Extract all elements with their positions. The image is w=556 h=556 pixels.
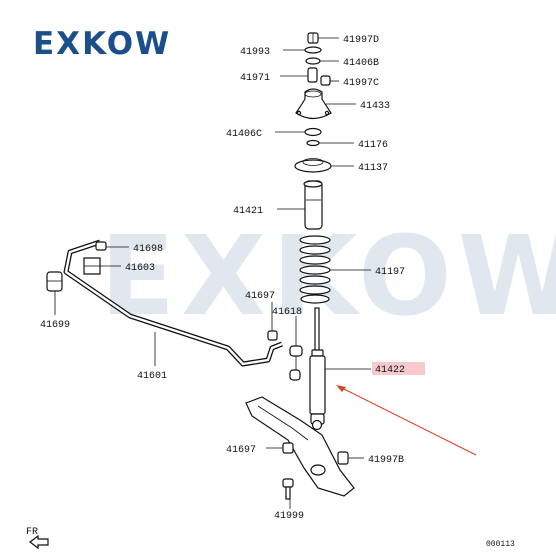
label-41603: 41603	[125, 263, 155, 274]
watermark: EXKOW	[100, 212, 556, 340]
washer-41993-icon	[304, 46, 322, 54]
stabilizer-link-41618-icon	[289, 345, 303, 381]
label-41406B: 41406B	[343, 58, 379, 69]
bushing-41406B-icon	[305, 57, 321, 65]
label-41699: 41699	[40, 320, 70, 331]
label-41971: 41971	[240, 73, 270, 84]
bracket-41603-icon	[83, 257, 101, 275]
strut-mount-41433-icon	[295, 88, 332, 120]
brand-logo: EXKOW	[33, 26, 172, 62]
red-pointer-arrow-icon	[336, 385, 477, 456]
label-41422: 41422	[375, 365, 405, 376]
nut-41997C-icon	[320, 75, 331, 86]
label-41176: 41176	[358, 140, 388, 151]
nut-41697-lower-icon	[282, 442, 294, 454]
stabilizer-bar-41601-icon	[63, 239, 283, 367]
bolt-41999-icon	[282, 478, 294, 500]
label-fr: FR	[26, 527, 38, 538]
spring-seat-41137-icon	[294, 158, 332, 173]
label-41997D: 41997D	[343, 35, 379, 46]
nut-41997D-icon	[307, 32, 319, 44]
shock-absorber-41422-icon	[309, 307, 326, 431]
label-41421: 41421	[233, 206, 263, 217]
label-41993: 41993	[240, 47, 270, 58]
label-41997C: 41997C	[343, 78, 379, 89]
bushing-41406C-icon	[304, 127, 322, 137]
front-direction-arrow-icon	[29, 534, 49, 550]
label-41601: 41601	[137, 371, 167, 382]
diagram-code: 000113	[486, 540, 515, 549]
label-41697-upper: 41697	[245, 291, 275, 302]
nut-41697-upper-icon	[267, 330, 278, 341]
coil-spring-41197-icon	[299, 235, 331, 304]
label-41197: 41197	[375, 267, 405, 278]
label-41697-lower: 41697	[226, 445, 256, 456]
nut-41997B-icon	[337, 451, 349, 465]
label-41698: 41698	[133, 244, 163, 255]
label-41997B: 41997B	[368, 455, 404, 466]
bushing-41699-icon	[46, 271, 63, 292]
bolt-41698-icon	[95, 241, 107, 251]
label-41433: 41433	[360, 101, 390, 112]
dust-boot-41421-icon	[303, 180, 323, 230]
lower-arm-icon	[245, 396, 355, 497]
highlight-41422	[372, 362, 425, 375]
label-41137: 41137	[358, 163, 388, 174]
washer-41176-icon	[306, 139, 320, 147]
label-41406C: 41406C	[226, 129, 262, 140]
label-41618: 41618	[272, 307, 302, 318]
collar-41971-icon	[307, 67, 318, 83]
label-41999: 41999	[274, 511, 304, 522]
